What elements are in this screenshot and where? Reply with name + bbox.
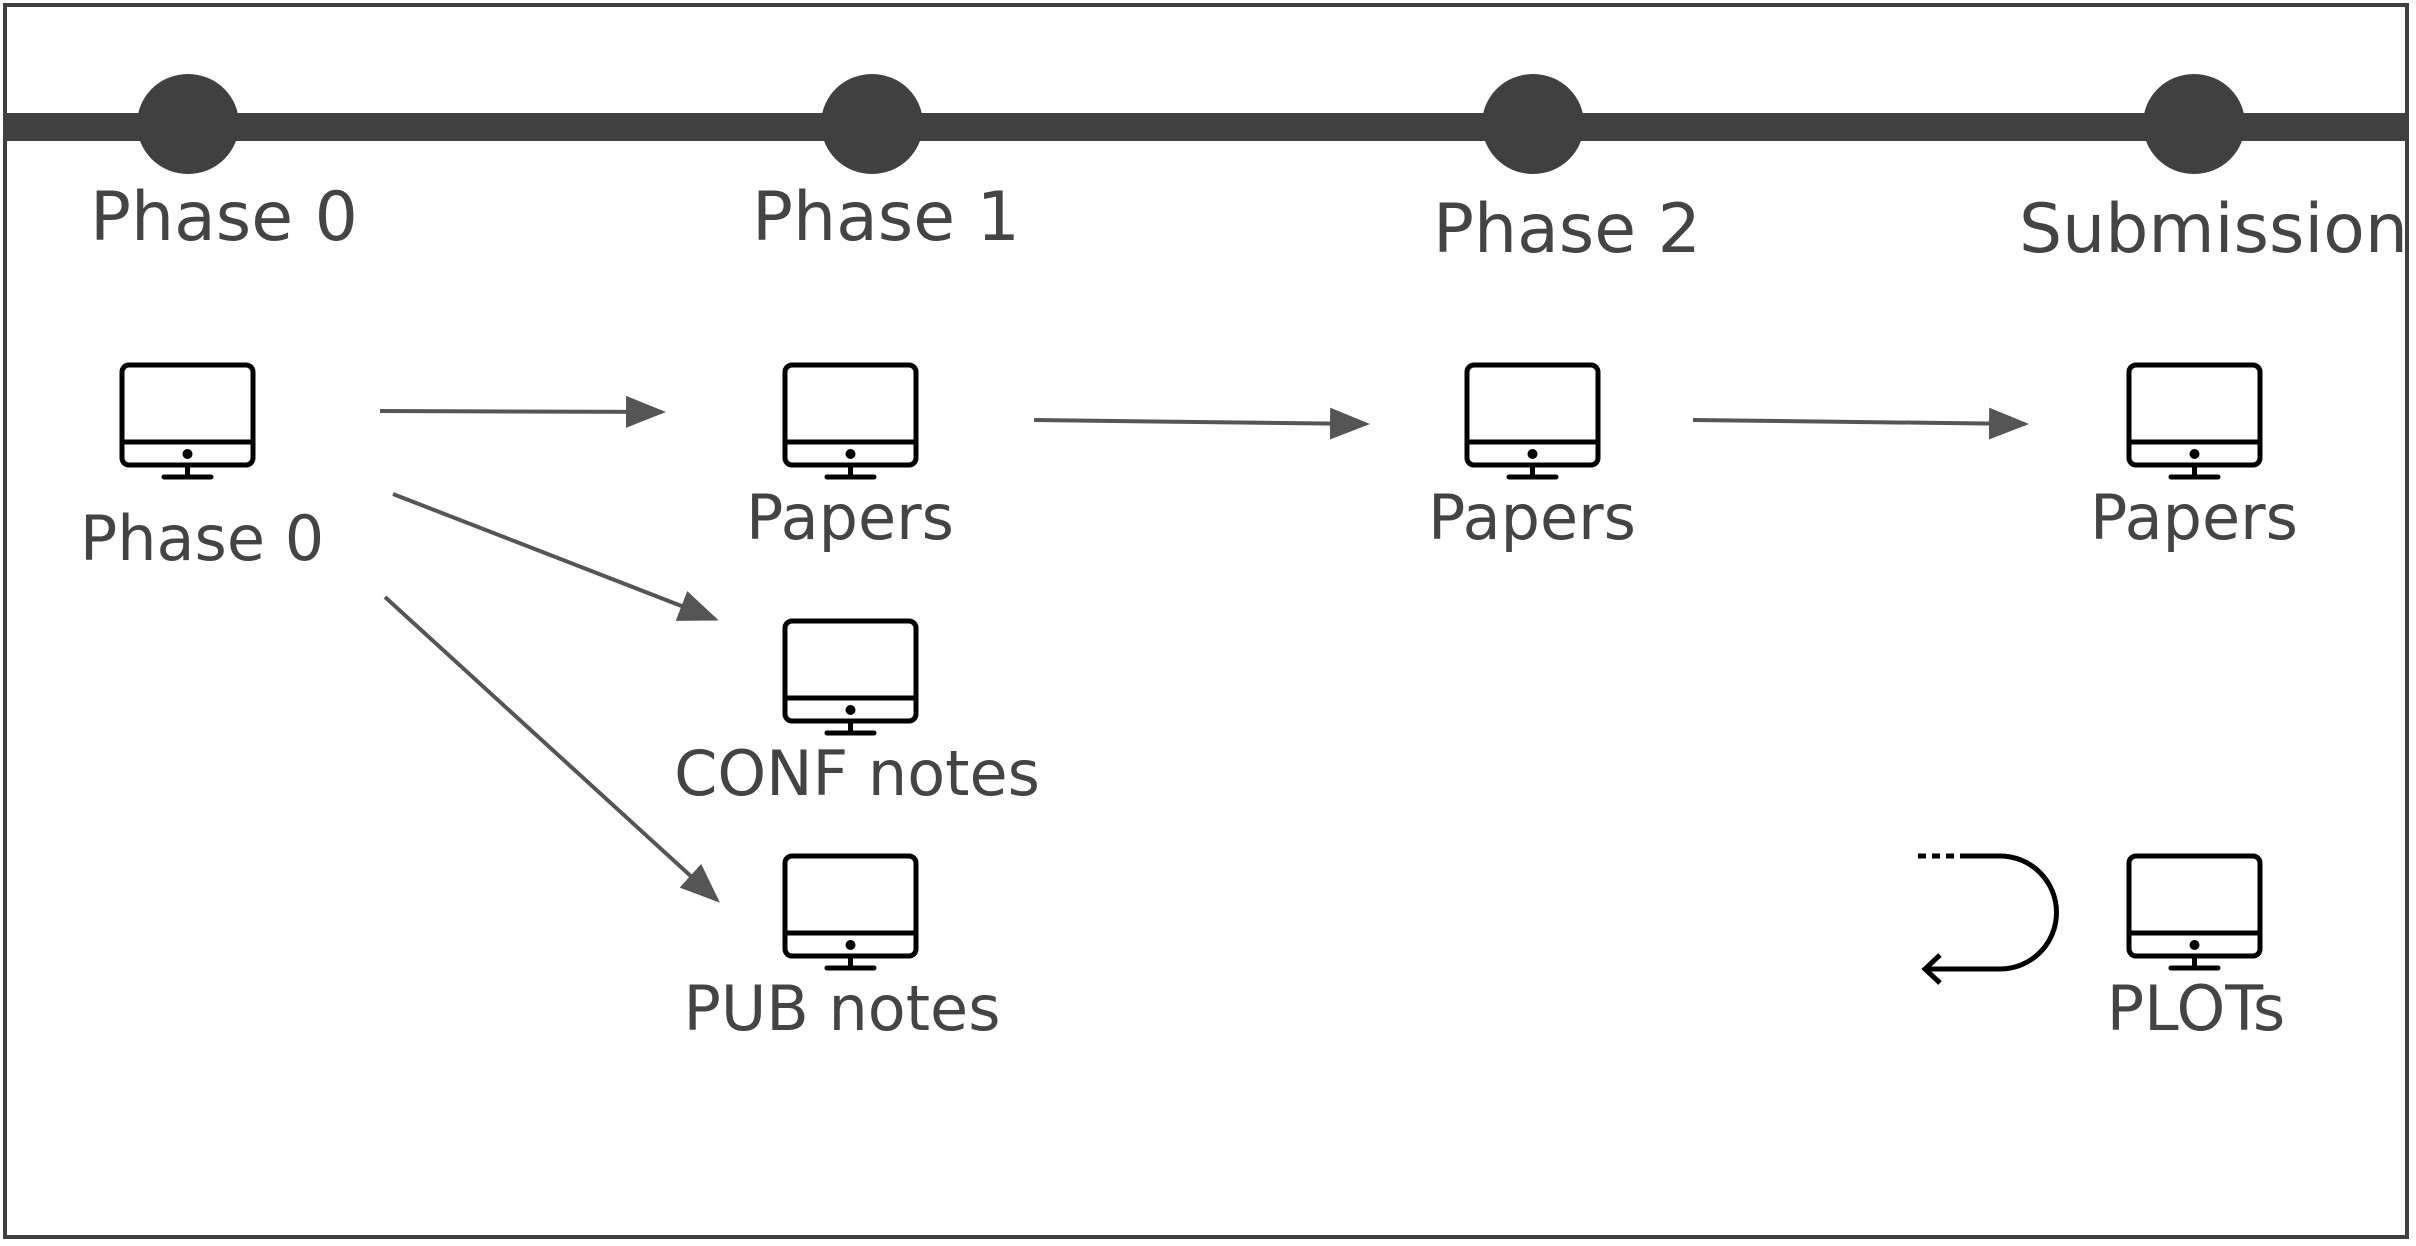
- node-label-papers-phase-2: Papers: [1428, 481, 1636, 554]
- node-label-plots: PLOTs: [2106, 972, 2286, 1045]
- arrow-phase0-to-conf-notes: [392, 492, 719, 621]
- phase-label-0: Phase 0: [90, 178, 358, 257]
- computer-monitor-icon: [785, 365, 916, 477]
- timeline-dot-phase-2: [1482, 74, 1584, 174]
- node-label-papers-submission: Papers: [2090, 481, 2298, 554]
- arrow-papers-phase1-to-phase2: [1033, 407, 1370, 440]
- timeline-dot-phase-0: [137, 74, 239, 174]
- arrow-phase0-to-papers: [379, 395, 666, 428]
- timeline-dot-submission: [2143, 74, 2245, 174]
- phase-label-1: Phase 1: [752, 178, 1020, 257]
- timeline-dot-phase-1: [821, 74, 923, 174]
- return-arrow-icon: [1918, 853, 2059, 985]
- phase-label-2: Phase 2: [1433, 190, 1701, 269]
- computer-monitor-icon: [2129, 856, 2260, 968]
- computer-monitor-icon: [785, 621, 916, 733]
- phase-label-submission: Submission: [2019, 190, 2409, 269]
- computer-monitor-icon: [1467, 365, 1598, 477]
- node-label-papers-phase-1: Papers: [746, 481, 954, 554]
- node-label-pub-notes: PUB notes: [683, 972, 1001, 1045]
- computer-monitor-icon: [122, 365, 253, 477]
- diagram-frame: [3, 3, 2409, 1239]
- node-label-conf-notes: CONF notes: [674, 737, 1040, 810]
- computer-monitor-icon: [785, 856, 916, 968]
- computer-monitor-icon: [2129, 365, 2260, 477]
- arrow-papers-phase2-to-submission: [1692, 407, 2029, 440]
- arrow-phase0-to-pub-notes: [383, 595, 720, 903]
- node-label-phase-0: Phase 0: [79, 502, 325, 575]
